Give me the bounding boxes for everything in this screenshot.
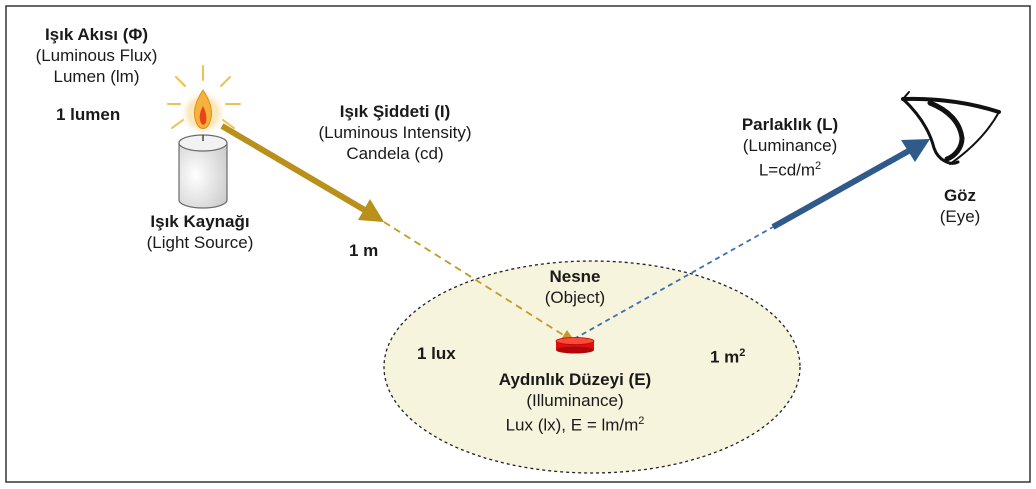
area-value-label: 1 m2 <box>710 343 745 368</box>
illuminance-unit: Lux (lx), E = lm/m2 <box>460 411 690 436</box>
eye-icon <box>900 91 1001 165</box>
object-title: Nesne <box>549 267 601 286</box>
illuminated-area-ellipse <box>383 260 801 474</box>
luminous-flux-subtitle: (Luminous Flux) <box>35 46 158 65</box>
luminous-flux-unit: Lumen (lm) <box>53 67 140 86</box>
luminance-arrow <box>771 146 914 230</box>
luminous-intensity-unit: Candela (cd) <box>346 144 444 163</box>
luminous-intensity-subtitle: (Luminous Intensity) <box>318 123 472 142</box>
illuminance-title: Aydınlık Düzeyi (E) <box>498 370 652 389</box>
luminance-unit-exponent: 2 <box>815 160 822 172</box>
intensity-arrow <box>220 123 370 215</box>
luminance-unit-text: L=cd/m <box>758 160 816 180</box>
area-value-text: 1 m <box>710 347 740 367</box>
luminance-subtitle: (Luminance) <box>742 136 838 155</box>
luminous-intensity-title: Işık Şiddeti (I) <box>339 102 451 121</box>
object-disc-icon <box>555 337 595 354</box>
flux-value-label: 1 lumen <box>56 105 121 124</box>
lux-value-label: 1 lux <box>417 344 456 363</box>
luminous-flux-title: Işık Akısı (Φ) <box>44 25 149 44</box>
illuminance-subtitle: (Illuminance) <box>526 391 624 410</box>
area-value-exponent: 2 <box>739 347 746 359</box>
object-subtitle: (Object) <box>544 288 606 307</box>
luminance-title: Parlaklık (L) <box>741 115 839 134</box>
luminance-unit: L=cd/m2 <box>720 156 860 181</box>
illuminance-unit-exponent: 2 <box>638 415 645 427</box>
reflected-light-dashed-line <box>573 226 774 340</box>
luminance-arrowhead <box>901 139 930 162</box>
distance-label: 1 m <box>349 241 379 260</box>
illuminance-unit-text: Lux (lx), E = lm/m <box>505 415 639 435</box>
eye-title: Göz <box>943 186 977 205</box>
eye-subtitle: (Eye) <box>939 207 981 226</box>
light-source-subtitle: (Light Source) <box>146 233 254 252</box>
intensity-arrowhead <box>358 199 384 222</box>
incident-light-dashed-line <box>383 221 569 339</box>
light-source-title: Işık Kaynağı <box>150 212 250 231</box>
candle-icon <box>167 65 241 209</box>
